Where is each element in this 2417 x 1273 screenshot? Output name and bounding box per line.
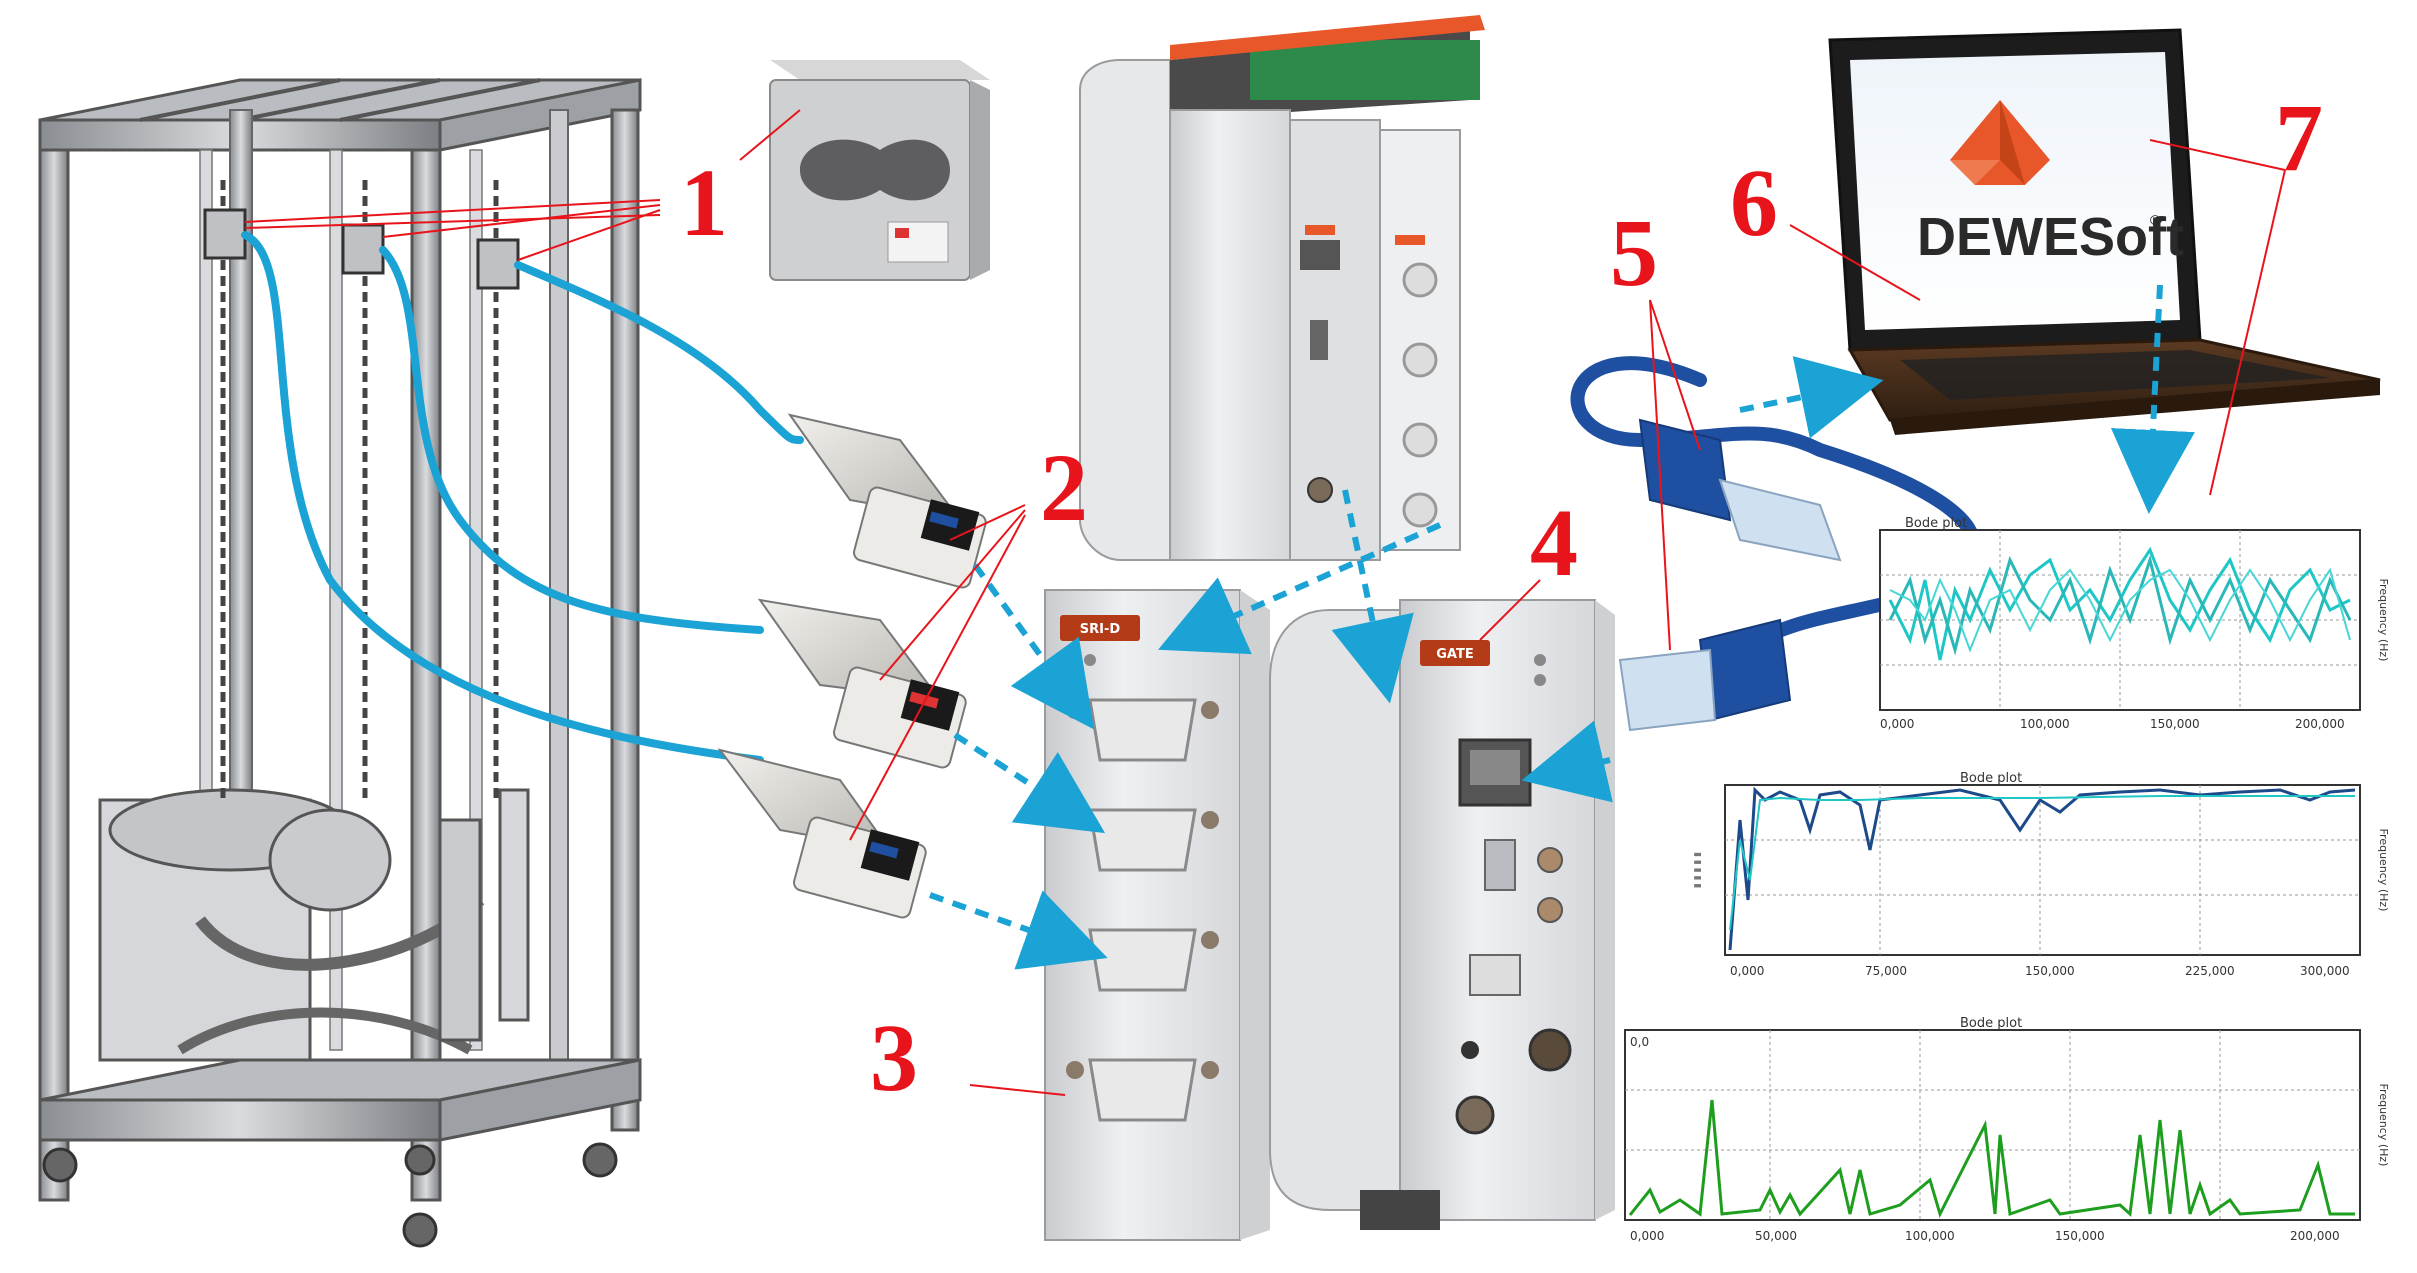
leader-lines <box>244 109 2286 1096</box>
label-3: 3 <box>870 1004 918 1111</box>
plot-2-series <box>1728 786 2356 951</box>
daq-chassis <box>1079 15 1485 561</box>
bode-plot-1: Bode plot 0,000 100,000 150,000 200,000 … <box>1879 516 2390 731</box>
sri-d-module: SRI-D <box>1044 589 1270 1241</box>
dewesoft-logo-text: DEWESoft <box>1917 207 2184 267</box>
plot-2-xtick-0: 0,000 <box>1730 964 1764 978</box>
ethernet-plug-1 <box>1638 418 1842 562</box>
label-2: 2 <box>1040 434 1088 541</box>
ethernet-cable <box>1570 356 1982 732</box>
plot-3-xtick-4: 200,000 <box>2290 1229 2340 1243</box>
s-type-load-cell <box>769 60 990 281</box>
data-flow-arrows <box>928 284 2195 970</box>
label-5: 5 <box>1610 199 1658 306</box>
ethernet-plug-2 <box>1618 618 1792 732</box>
plot-2-series-b <box>1729 795 2355 931</box>
load-cell-a <box>203 208 247 260</box>
plot-3-ytop: 0,0 <box>1630 1035 1649 1049</box>
laptop <box>1828 28 2381 435</box>
sri-badge-text: SRI-D <box>1080 622 1121 637</box>
sensor-cables <box>241 231 804 764</box>
dsub-connector-3 <box>717 748 927 919</box>
plot-3-xtick-0: 0,000 <box>1630 1229 1664 1243</box>
plot-1-series-c <box>1889 567 2351 653</box>
gate-badge-text: GATE <box>1436 647 1473 662</box>
label-6: 6 <box>1730 149 1778 256</box>
plot-1-xtick-2: 150,000 <box>2150 717 2200 731</box>
load-cell-b <box>341 223 385 275</box>
usb-port <box>1484 839 1516 891</box>
bode-plot-3: Bode plot 0,0 0,000 50,000 100,000 150,0… <box>1624 1016 2390 1243</box>
plot-2-side-legend: ▮ ▮ ▮ ▮ ▮ <box>1693 852 1703 888</box>
sri-port-2 <box>1066 808 1219 872</box>
plot-2-title: Bode plot <box>1960 771 2022 786</box>
plot-2-xtick-4: 300,000 <box>2300 964 2350 978</box>
plot-2-xtick-2: 150,000 <box>2025 964 2075 978</box>
plot-3-xtick-3: 150,000 <box>2055 1229 2105 1243</box>
dewesoft-logo-mark: ® <box>2150 212 2161 228</box>
plot-3-series <box>1628 1099 2355 1219</box>
label-4: 4 <box>1530 489 1578 596</box>
plot-1-xtick-0: 0,000 <box>1880 717 1914 731</box>
bode-plot-2: Bode plot 0,000 75,000 150,000 225,000 3… <box>1693 771 2390 978</box>
plot-1-series-b <box>1888 554 2352 656</box>
sri-port-4 <box>1066 1058 1219 1122</box>
dsub-connector-1 <box>787 413 987 589</box>
test-rig-frame <box>38 78 642 1248</box>
label-1: 1 <box>680 149 728 256</box>
plot-1-xtick-3: 200,000 <box>2295 717 2345 731</box>
gate-module: GATE <box>1269 599 1615 1230</box>
plot-1-series-a <box>1888 546 2351 661</box>
plot-2-xtick-1: 75,000 <box>1865 964 1907 978</box>
plot-3-xtick-1: 50,000 <box>1755 1229 1797 1243</box>
load-cell-c <box>476 238 520 290</box>
plot-3-xtick-2: 100,000 <box>1905 1229 1955 1243</box>
plot-1-title: Bode plot <box>1905 516 1967 531</box>
plot-3-title: Bode plot <box>1960 1016 2022 1031</box>
dsub-connector-2 <box>757 598 967 769</box>
gate-badge <box>1420 640 1490 666</box>
plot-2-xtick-3: 225,000 <box>2185 964 2235 978</box>
plot-3-ylabel: Frequency (Hz) <box>2377 1084 2390 1167</box>
label-7: 7 <box>2275 84 2323 191</box>
dewesoft-logo: DEWESoft ® <box>1917 100 2184 267</box>
plot-1-xtick-1: 100,000 <box>2020 717 2070 731</box>
plot-1-ylabel: Frequency (Hz) <box>2377 579 2390 662</box>
sri-badge <box>1060 615 1140 641</box>
plot-2-ylabel: Frequency (Hz) <box>2377 829 2390 912</box>
sri-port-3 <box>1066 928 1219 992</box>
